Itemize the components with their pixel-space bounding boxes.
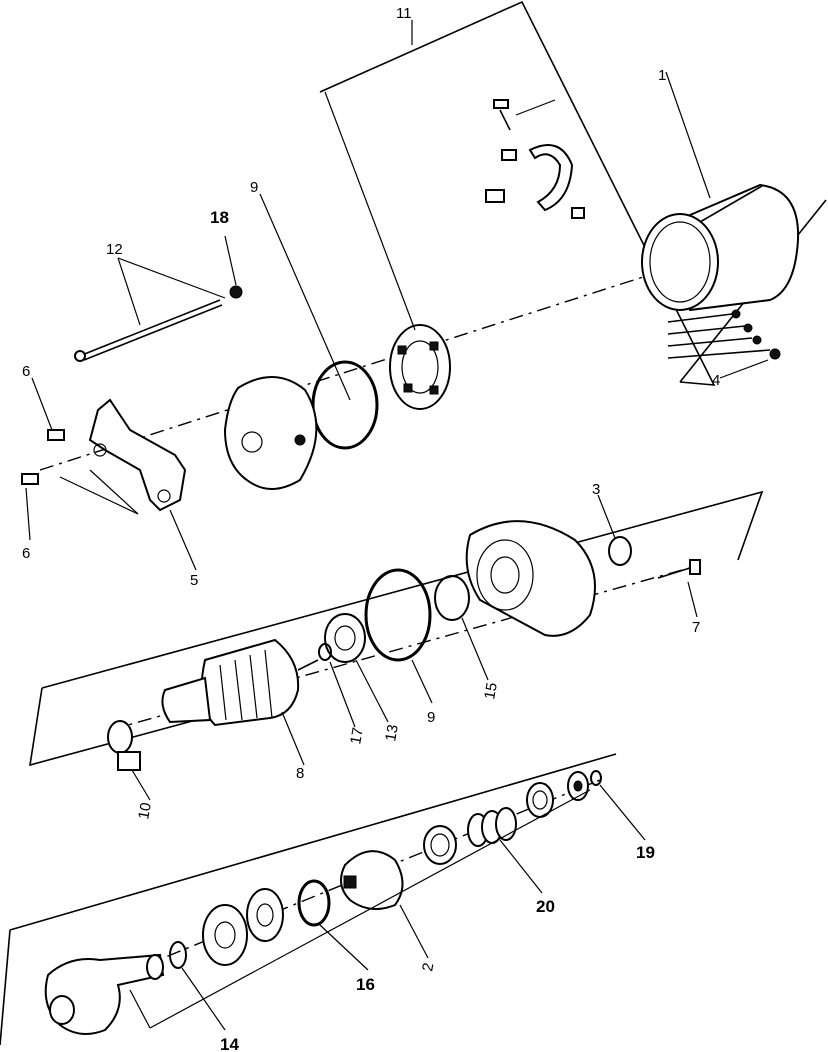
label-part-14: 14 <box>220 1035 239 1052</box>
clutch-2 <box>340 850 404 910</box>
collar <box>423 825 457 865</box>
label-part-3: 3 <box>592 481 600 498</box>
label-part-17: 17 <box>347 726 367 745</box>
label-part-20: 20 <box>536 897 555 916</box>
label-part-5: 5 <box>190 572 198 589</box>
label-part-12: 12 <box>106 241 123 258</box>
label-part-2: 2 <box>419 962 437 973</box>
label-part-8: 8 <box>296 765 304 782</box>
o-ring-15 <box>434 575 470 621</box>
brush-plate <box>389 324 451 410</box>
bolt-7 <box>657 559 701 579</box>
label-part-11: 11 <box>396 5 412 22</box>
label-part-4: 4 <box>712 372 720 389</box>
washer-18 <box>229 285 243 299</box>
bolt-6a <box>47 429 65 441</box>
yoke-housing <box>641 183 800 312</box>
bearing-13 <box>324 613 366 663</box>
stop-ring <box>567 771 589 801</box>
drive-gear <box>44 953 165 1035</box>
label-part-19: 19 <box>636 843 655 862</box>
group-frame-middle <box>29 490 764 767</box>
bracket <box>88 398 187 512</box>
label-part-9-middle: 9 <box>427 709 435 726</box>
label-part-7: 7 <box>692 619 700 636</box>
label-part-18: 18 <box>210 208 229 227</box>
retainer <box>246 888 284 942</box>
label-part-10: 10 <box>135 801 155 820</box>
snap-ring-14 <box>169 941 187 969</box>
group-frame-bottom <box>0 753 617 1046</box>
washer-3 <box>608 536 632 566</box>
clip-10 <box>107 720 141 771</box>
label-part-6-top: 6 <box>22 363 30 380</box>
screw-set <box>667 309 781 360</box>
through-bolt <box>74 299 223 362</box>
front-housing <box>465 520 596 637</box>
part-labels: 1 11 9 18 12 6 6 5 4 3 7 15 9 13 17 8 10… <box>22 5 720 1052</box>
label-part-6-bottom: 6 <box>22 545 30 562</box>
o-ring-middle <box>364 568 432 662</box>
label-part-1: 1 <box>658 67 666 84</box>
label-part-9-top: 9 <box>250 179 258 196</box>
brush-holder-assembly <box>485 99 585 219</box>
ring-19 <box>590 770 602 786</box>
bolt-6b <box>21 473 39 485</box>
spring-20 <box>467 807 517 847</box>
plate-washer <box>202 904 248 966</box>
leader-lines <box>25 20 769 1031</box>
label-part-16: 16 <box>356 975 375 994</box>
label-part-15: 15 <box>481 681 501 700</box>
o-ring-top <box>311 360 379 450</box>
axis-top <box>39 261 691 471</box>
ring-17 <box>318 643 332 661</box>
armature <box>161 638 319 727</box>
rear-cover <box>223 376 318 490</box>
label-part-13: 13 <box>382 723 402 742</box>
ring-16 <box>297 879 331 927</box>
